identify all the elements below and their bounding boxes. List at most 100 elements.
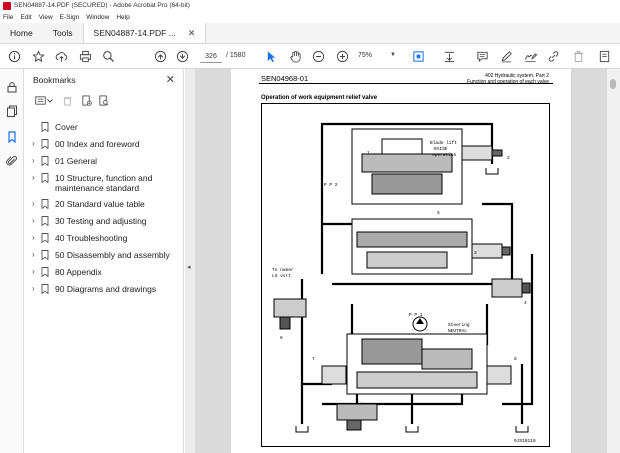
menu-view[interactable]: View [38,13,53,21]
bookmark-icon [41,173,49,183]
chevron-right-icon[interactable]: › [32,250,35,259]
bookmarks-header: Bookmarks ✕ [24,69,183,91]
fit-page-icon[interactable] [410,48,426,64]
tab-tools[interactable]: Tools [52,28,73,38]
more-tools-icon[interactable] [596,48,612,64]
share-link-icon[interactable] [545,48,561,64]
bookmark-01-general[interactable]: › 01 General [32,156,98,166]
attachment-icon[interactable] [4,153,20,169]
zoom-level[interactable]: 75% [358,52,373,59]
label-n1: 1 [367,150,370,156]
section-heading: Operation of work equipment relief valve [261,95,378,101]
sign-icon[interactable] [522,48,538,64]
collapse-panel-icon[interactable]: ◂ [187,264,191,271]
page-number-input[interactable] [200,50,222,63]
chevron-down-icon[interactable]: ▼ [390,52,396,58]
menu-edit[interactable]: Edit [20,13,32,21]
delete-icon[interactable] [570,48,586,64]
chevron-right-icon[interactable]: › [32,284,35,293]
upload-cloud-icon[interactable] [53,48,69,64]
menu-esign[interactable]: E-Sign [59,13,80,21]
label-n2: 2 [507,155,510,161]
header-rule [259,83,553,84]
vertical-scrollbar[interactable] [607,69,620,453]
chevron-right-icon[interactable]: › [32,216,35,225]
menu-file[interactable]: File [3,13,14,21]
bookmark-icon [41,199,49,209]
label-n5: 5 [437,210,440,216]
bookmark-90-diagrams[interactable]: › 90 Diagrams and drawings [32,284,157,294]
hand-tool-icon[interactable] [287,48,303,64]
bookmark-icon [41,233,49,243]
zoom-search-icon[interactable] [100,48,116,64]
print-icon[interactable] [77,48,93,64]
chevron-right-icon[interactable]: › [32,233,35,242]
bookmark-00-index[interactable]: › 00 Index and foreword [32,139,140,149]
close-panel-icon[interactable]: ✕ [165,74,175,86]
label-steering: Steering [448,322,470,328]
bookmark-cover[interactable]: Cover [24,119,184,136]
menu-help[interactable]: Help [116,13,130,21]
pages-icon[interactable] [4,103,20,119]
zoom-out-icon[interactable] [310,48,326,64]
hydraulic-schematic: Blade lift RAISE operation P P 2 P P 1 T… [272,122,536,444]
bookmark-10-structure[interactable]: › 10 Structure, function and maintenance… [32,173,153,193]
star-icon[interactable] [30,48,46,64]
chevron-right-icon[interactable]: › [32,156,35,165]
bookmark-icon [41,216,49,226]
label-operation: operation [432,152,457,158]
chevron-right-icon[interactable]: › [32,267,35,276]
pen-icon[interactable] [498,48,514,64]
label-n8: 8 [514,356,517,362]
chevron-right-icon[interactable]: › [32,173,35,182]
menu-window[interactable]: Window [86,13,110,21]
options-chevron-icon[interactable] [46,93,54,107]
acrobat-icon [3,1,11,10]
document-viewport[interactable]: SEN04968-01 402 Hydraulic system, Part 2… [195,69,607,453]
bookmark-30-testing[interactable]: › 30 Testing and adjusting [32,216,147,226]
bookmark-50-disassembly[interactable]: › 50 Disassembly and assembly [32,250,170,260]
zoom-in-icon[interactable] [334,48,350,64]
comment-icon[interactable] [474,48,490,64]
bookmark-icon [41,284,49,294]
bookmark-80-appendix[interactable]: › 80 Appendix [32,267,102,277]
chevron-right-icon[interactable]: › [32,139,35,148]
previous-page-icon[interactable] [152,48,168,64]
bookmark-panel-icon[interactable] [4,129,20,145]
tab-bar: Home Tools SEN04887-14.PDF ... ✕ [0,23,620,44]
title-bar: SEN04887-14.PDF (SECURED) - Adobe Acroba… [0,0,620,11]
label-pp2: P P 2 [324,182,338,188]
close-tab-icon[interactable]: ✕ [187,27,196,38]
label-n7: 7 [312,356,315,362]
scrollbar-thumb[interactable] [610,79,616,89]
options-list-icon[interactable] [33,93,47,107]
bookmark-list: Cover › 00 Index and foreword › 01 Gener… [24,119,184,298]
main-toolbar: / 1580 75% ▼ [0,44,620,69]
tab-document[interactable]: SEN04887-14.PDF ... ✕ [82,23,207,43]
delete-bookmark-icon[interactable] [60,93,74,107]
label-neutral: NEUTRAL [448,328,467,334]
bookmark-icon [41,122,49,132]
next-page-icon[interactable] [174,48,190,64]
bookmarks-panel: Bookmarks ✕ Cover › 00 Index and forewor… [24,69,184,453]
info-icon[interactable] [6,48,22,64]
bookmark-40-troubleshooting[interactable]: › 40 Troubleshooting [32,233,128,243]
hydraulic-diagram: Blade lift RAISE operation P P 2 P P 1 T… [261,103,550,447]
tab-home[interactable]: Home [10,28,33,38]
document-code: SEN04968-01 [261,74,309,83]
scroll-mode-icon[interactable] [441,48,457,64]
lock-icon[interactable] [4,79,20,95]
bookmarks-toolbar [24,91,183,109]
label-pp1: P P 1 [409,312,423,318]
bookmark-20-standard[interactable]: › 20 Standard value table [32,199,145,209]
window-title: SEN04887-14.PDF (SECURED) - Adobe Acroba… [14,2,190,9]
select-cursor-icon[interactable] [263,48,279,64]
label-to-num: To numer [272,267,294,273]
chevron-right-icon[interactable]: › [32,199,35,208]
find-bookmark-icon[interactable] [96,93,110,107]
panel-splitter[interactable]: ◂ [185,69,195,453]
new-bookmark-icon[interactable] [79,93,93,107]
label-blade-lift: Blade lift [430,140,457,146]
pdf-page: SEN04968-01 402 Hydraulic system, Part 2… [231,69,571,453]
left-rail [0,69,24,453]
